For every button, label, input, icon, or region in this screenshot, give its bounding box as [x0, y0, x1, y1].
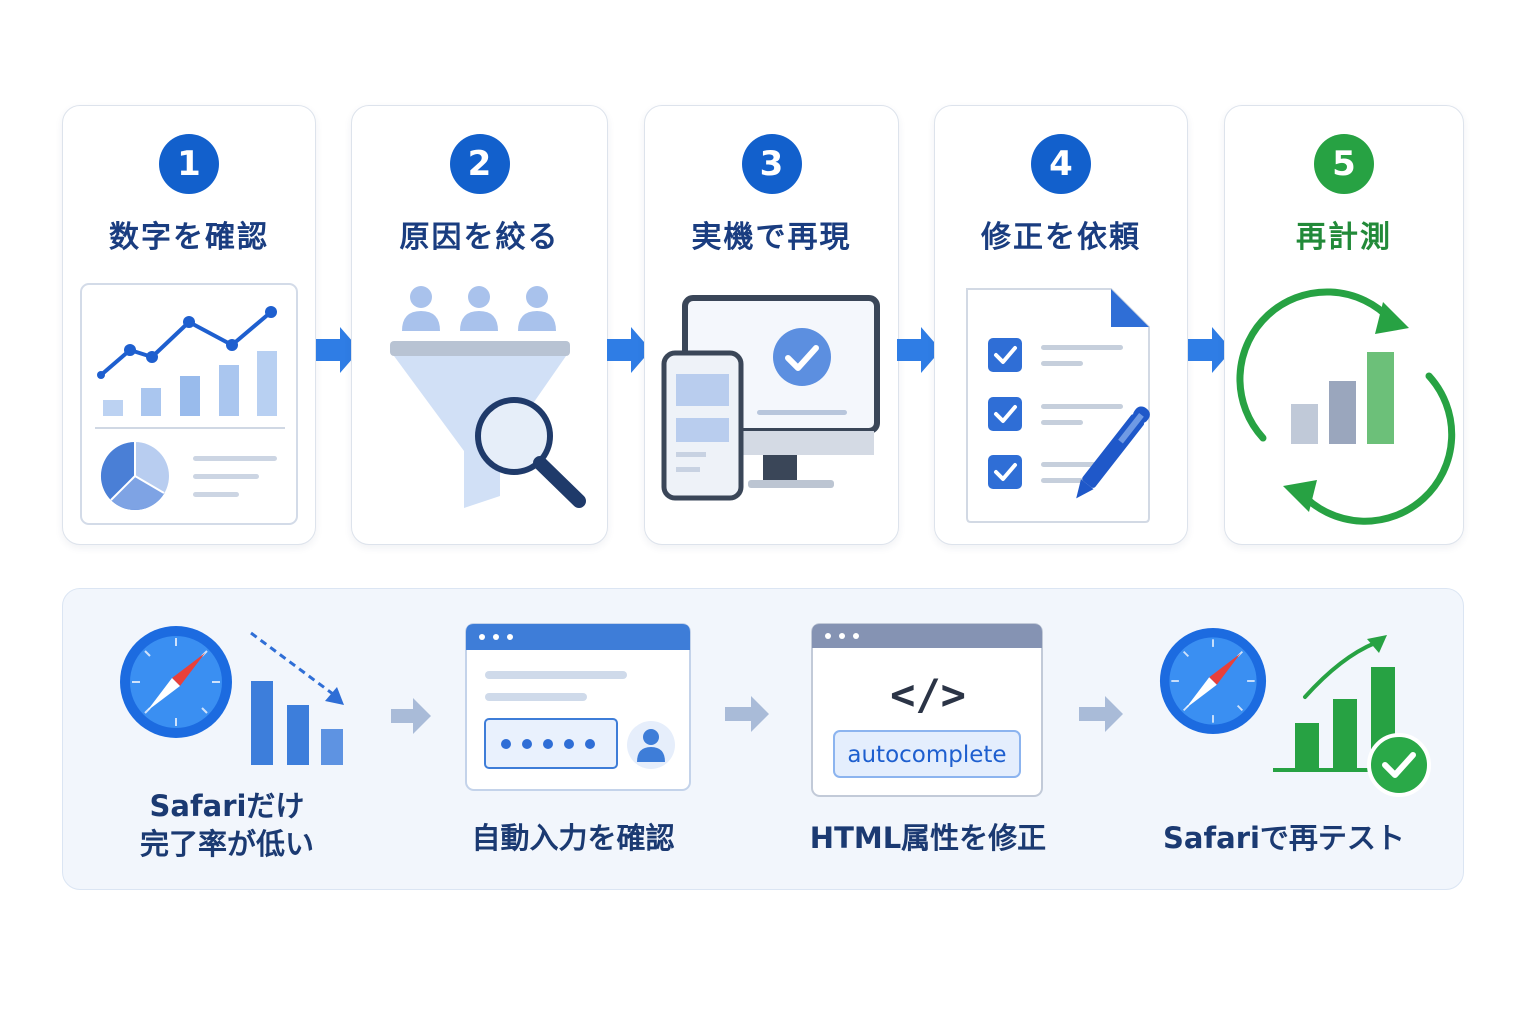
- example-label-1-line2: 完了率が低い: [139, 827, 314, 861]
- arrow-icon: [897, 327, 941, 373]
- rising-bars-check-icon: [1273, 635, 1431, 797]
- code-window-icon: [811, 623, 1043, 797]
- devices-check-icon: [661, 295, 880, 501]
- step-number-3: 3: [741, 134, 802, 194]
- step-title-1: 数字を確認: [109, 220, 269, 255]
- chart-dashboard-icon: [80, 283, 298, 525]
- example-label-1: Safariだけ 完了率が低い: [113, 787, 341, 863]
- arrow-icon: [316, 327, 360, 373]
- soft-arrow-icon: [1079, 696, 1123, 732]
- soft-arrow-icon: [725, 696, 769, 732]
- funnel-magnifier-icon: [390, 286, 586, 508]
- step-number-5: 5: [1314, 134, 1374, 194]
- step-card-1: 1 数字を確認: [62, 105, 316, 545]
- step-number-4: 4: [1031, 134, 1091, 194]
- step-card-2: 2 原因を絞る: [351, 105, 608, 545]
- step-number-2: 2: [449, 134, 510, 194]
- refresh-bars-icon: [1236, 288, 1456, 525]
- example-label-2: 自動入力を確認: [471, 821, 675, 855]
- checklist-pen-icon: [966, 288, 1150, 523]
- arrow-icon: [1188, 327, 1232, 373]
- example-label-3: HTML属性を修正: [809, 821, 1047, 855]
- code-symbol: </>: [890, 670, 966, 719]
- safari-icon: [1159, 627, 1267, 735]
- example-panel: Safariだけ 完了率が低い 自動入力を確認 </> autocomplete…: [62, 588, 1464, 890]
- step-card-4: 4 修正を依頼: [934, 105, 1188, 545]
- step-title-2: 原因を絞る: [399, 220, 560, 255]
- autocomplete-attribute: autocomplete: [847, 742, 1007, 768]
- arrow-icon: [607, 327, 651, 373]
- step-title-4: 修正を依頼: [981, 220, 1141, 255]
- example-label-4: Safariで再テスト: [1163, 821, 1405, 855]
- declining-bars-icon: [250, 631, 344, 765]
- step-title-5: 再計測: [1296, 220, 1392, 255]
- step-card-5: 5 再計測: [1224, 105, 1464, 545]
- safari-icon: [120, 626, 232, 738]
- login-form-icon: [465, 623, 691, 791]
- step-title-3: 実機で再現: [691, 220, 852, 255]
- step-card-3: 3 実機で再現: [644, 105, 899, 545]
- step-number-1: 1: [159, 134, 219, 194]
- soft-arrow-icon: [391, 698, 431, 734]
- example-label-1-line1: Safariだけ: [149, 789, 305, 823]
